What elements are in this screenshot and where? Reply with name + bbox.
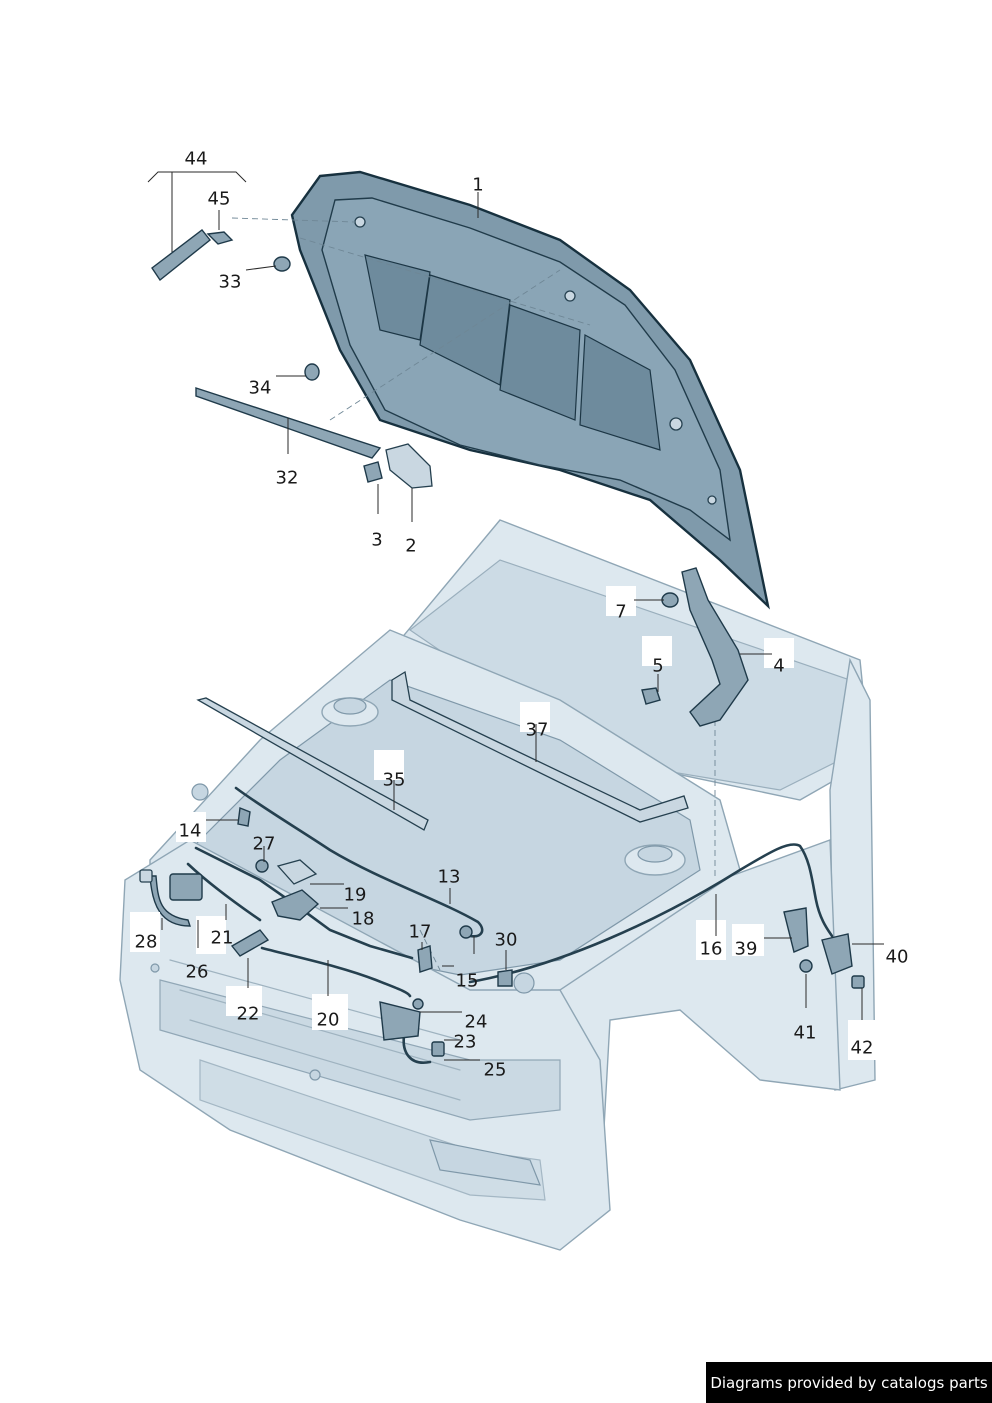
callout-3: 3 [371,530,382,551]
callout-35: 35 [383,770,406,791]
diagram-credit-banner: Diagrams provided by catalogs parts [706,1362,992,1403]
callout-18: 18 [352,909,375,930]
leader-lines [147,171,884,1061]
callout-backgrounds [130,586,876,1060]
callout-labels: 1 2 3 4 5 7 13 14 15 16 17 18 19 20 21 2… [135,149,909,1081]
callout-14: 14 [179,821,202,842]
callout-42: 42 [851,1038,874,1059]
release-cables-and-latches[interactable] [139,786,865,1064]
callout-25: 25 [484,1060,507,1081]
callout-41: 41 [794,1023,817,1044]
callout-39: 39 [735,939,758,960]
callout-22: 22 [237,1004,260,1025]
callout-15: 15 [456,971,479,992]
callout-1: 1 [472,175,483,196]
callout-33: 33 [219,272,242,293]
callout-7: 7 [615,602,626,623]
callout-32: 32 [276,468,299,489]
callout-23: 23 [454,1032,477,1053]
hood-panel[interactable] [290,170,770,610]
callout-40: 40 [886,947,909,968]
callout-13: 13 [438,867,461,888]
callout-5: 5 [652,656,663,677]
assembly-dash-lines [231,217,716,971]
callout-28: 28 [135,932,158,953]
callout-17: 17 [409,922,432,943]
callout-44: 44 [185,149,208,170]
vehicle-front-body [119,519,876,1251]
callout-45: 45 [208,189,231,210]
callout-34: 34 [249,378,272,399]
callout-20: 20 [317,1010,340,1031]
hood-hinge[interactable] [641,567,749,727]
hood-fasteners[interactable] [206,231,433,489]
cowl-seals[interactable] [196,670,689,831]
callout-27: 27 [253,834,276,855]
callout-16: 16 [700,939,723,960]
callout-30: 30 [495,930,518,951]
callout-19: 19 [344,885,367,906]
callout-26: 26 [186,962,209,983]
callout-4: 4 [773,656,784,677]
callout-2: 2 [405,536,416,557]
callout-21: 21 [211,928,234,949]
callout-37: 37 [526,720,549,741]
callout-24: 24 [465,1012,488,1033]
